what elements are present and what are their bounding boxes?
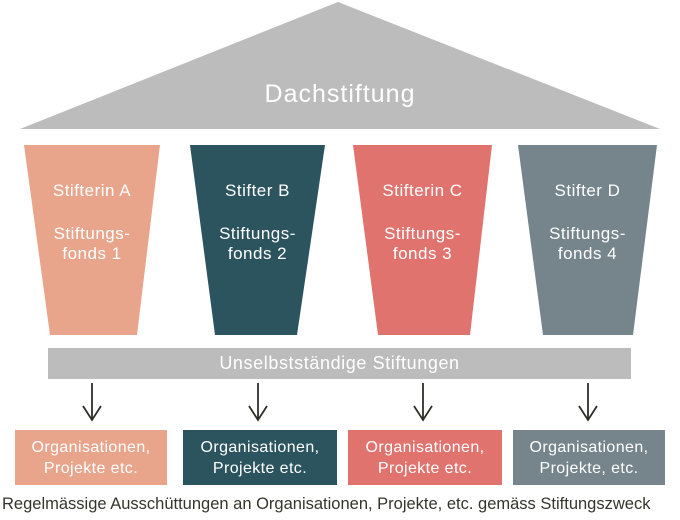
spacer [24, 201, 160, 224]
diagram-title: Dachstiftung [264, 80, 416, 108]
spacer [190, 201, 325, 224]
recipients-box-1: Organisationen, Projekte etc. [15, 430, 167, 485]
recipients-line1: Organisationen, [200, 438, 320, 456]
recipients-line2: Projekte etc. [43, 459, 139, 477]
recipients-box-2: Organisationen, Projekte etc. [183, 430, 337, 485]
pillar-fund-4: Stifter D Stiftungs- fonds 4 [518, 145, 657, 335]
roof-triangle: Dachstiftung [20, 2, 660, 129]
founder-name: Stifter D [554, 181, 621, 200]
recipients-box-4: Organisationen, Projekte, etc. [513, 430, 665, 485]
dependent-foundations-bar: Unselbstständige Stiftungen [48, 348, 631, 379]
founder-name: Stifterin C [382, 181, 463, 200]
down-arrow-icon [248, 383, 268, 422]
recipients-line1: Organisationen, [529, 438, 649, 456]
fund-label-line2: fonds 4 [557, 244, 618, 263]
recipients-line2: Projekte etc. [377, 459, 473, 477]
recipients-box-3: Organisationen, Projekte etc. [348, 430, 502, 485]
pillar-fund-1: Stifterin A Stiftungs- fonds 1 [24, 145, 160, 335]
spacer [353, 201, 492, 224]
founder-name: Stifterin A [52, 181, 132, 200]
fund-label-line2: fonds 2 [227, 244, 288, 263]
down-arrow-icon [82, 383, 102, 422]
fund-label-line2: fonds 3 [392, 244, 453, 263]
recipients-line2: Projekte etc. [212, 459, 308, 477]
recipients-line1: Organisationen, [31, 438, 151, 456]
recipients-line2: Projekte, etc. [539, 459, 639, 477]
diagram-caption: Regelmässige Ausschüttungen an Organisat… [2, 495, 651, 513]
fund-label-line2: fonds 1 [62, 244, 122, 263]
fund-label-line1: Stiftungs- [384, 224, 461, 243]
pillar-fund-2: Stifter B Stiftungs- fonds 2 [190, 145, 325, 335]
fund-label-line1: Stiftungs- [549, 224, 626, 243]
fund-label-line1: Stiftungs- [53, 224, 131, 243]
down-arrow-icon [413, 383, 433, 422]
founder-name: Stifter B [225, 181, 290, 200]
pillar-fund-3: Stifterin C Stiftungs- fonds 3 [353, 145, 492, 335]
spacer [518, 201, 657, 224]
recipients-line1: Organisationen, [365, 438, 485, 456]
down-arrow-icon [578, 383, 598, 422]
bar-label: Unselbstständige Stiftungen [219, 353, 460, 373]
fund-label-line1: Stiftungs- [219, 224, 296, 243]
